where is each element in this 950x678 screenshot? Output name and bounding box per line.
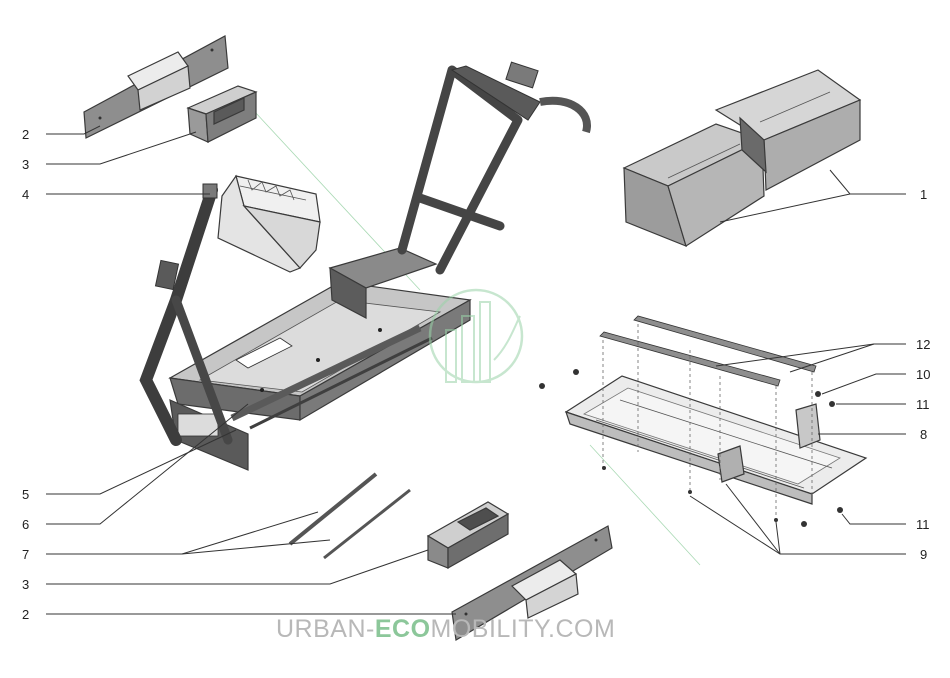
callout-11-bottom: 11 bbox=[916, 517, 930, 532]
assembly-dash-lines bbox=[602, 324, 813, 520]
leader-lines bbox=[46, 125, 906, 615]
callout-3-top: 3 bbox=[22, 157, 29, 172]
callout-2-top: 2 bbox=[22, 127, 29, 142]
callout-10: 10 bbox=[916, 367, 930, 382]
part-2-bottom-bracket bbox=[451, 525, 613, 641]
part-1-battery-pack bbox=[622, 69, 862, 248]
part-8-battery-tray bbox=[564, 375, 868, 505]
part-12-strips bbox=[599, 315, 817, 387]
callout-2-bottom: 2 bbox=[22, 607, 29, 622]
watermark-part1: URBAN- bbox=[276, 615, 375, 643]
part-4-controller bbox=[217, 174, 321, 273]
callout-4: 4 bbox=[22, 187, 29, 202]
watermark-text: URBAN-ECOMOBILITY.COM bbox=[276, 615, 615, 643]
callout-3-bottom: 3 bbox=[22, 577, 29, 592]
callout-5: 5 bbox=[22, 487, 29, 502]
part-3-top-box bbox=[186, 85, 258, 143]
part-2-top-bracket bbox=[83, 35, 229, 139]
watermark-part2: ECO bbox=[375, 615, 431, 643]
callout-11-top: 11 bbox=[916, 397, 930, 412]
callout-12: 12 bbox=[916, 337, 930, 352]
main-frame bbox=[139, 61, 591, 471]
callout-8: 8 bbox=[920, 427, 927, 442]
watermark-part3: MOBILITY.COM bbox=[431, 615, 616, 643]
part-3-bottom-box bbox=[426, 501, 510, 570]
callout-9: 9 bbox=[920, 547, 927, 562]
callout-labels: 2 3 4 5 6 7 3 2 1 12 10 11 8 11 9 bbox=[22, 127, 930, 622]
part-7-rods bbox=[288, 472, 411, 560]
callout-6: 6 bbox=[22, 517, 29, 532]
callout-7: 7 bbox=[22, 547, 29, 562]
screws bbox=[539, 369, 843, 527]
callout-1: 1 bbox=[920, 187, 927, 202]
watermark-logo bbox=[428, 288, 524, 384]
